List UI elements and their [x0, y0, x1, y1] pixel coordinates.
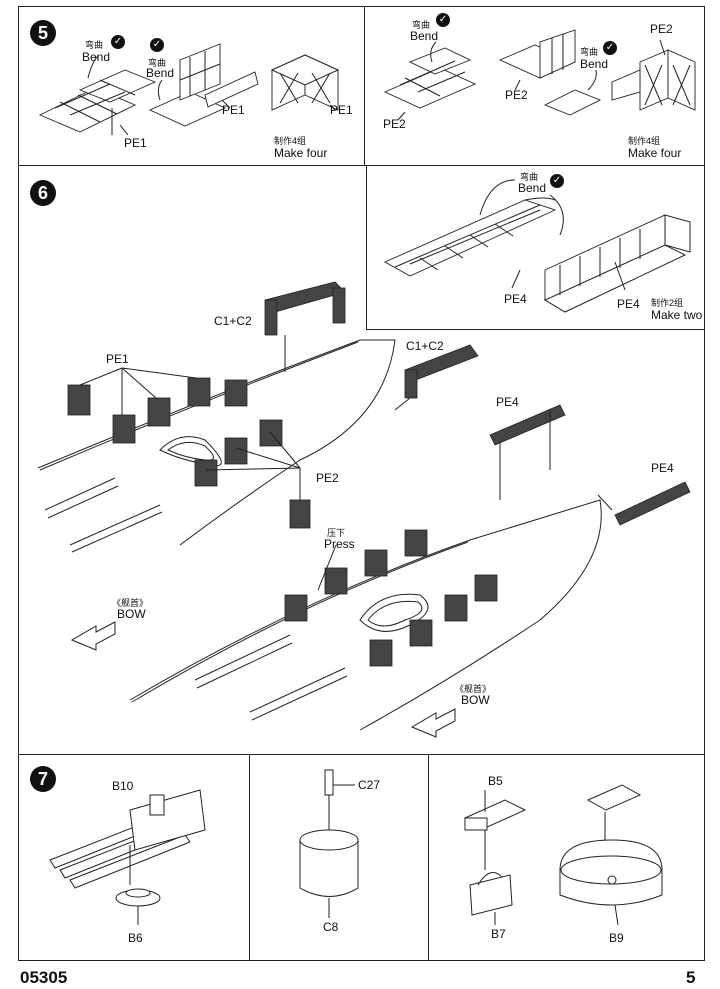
step7-panel-c: [428, 754, 705, 961]
pe4-part-b: [597, 481, 691, 526]
step-5-badge: 5: [30, 20, 56, 46]
step-7-badge: 7: [30, 766, 56, 792]
pe1-pointer-lines: [79, 367, 301, 500]
make-count-label: Make four: [628, 146, 682, 160]
make-count-label: Make two: [651, 308, 703, 322]
b6-base: [115, 888, 161, 925]
check-circle-icon: ✓: [603, 41, 617, 55]
press-label: Press: [324, 537, 355, 551]
pe4-folded: [543, 214, 691, 313]
part-label-pe1: PE1: [222, 103, 245, 117]
check-circle-icon: ✓: [150, 38, 164, 52]
bow-arrow-icon: [70, 621, 116, 651]
bend-arrow: [430, 41, 437, 63]
bend-label: Bend: [146, 66, 175, 80]
bend-arrow: [87, 55, 99, 79]
press-label-cn: 压下: [327, 528, 346, 538]
bend-label-cn: 弯曲: [85, 40, 104, 50]
pe1-flat-sheet: [38, 69, 157, 135]
part-label-c1c2: C1+C2: [406, 339, 444, 353]
part-label-pe4: PE4: [651, 461, 674, 475]
part-label-b10: B10: [112, 779, 134, 793]
bend-arrow: [157, 79, 163, 101]
part-label-c27: C27: [358, 778, 381, 792]
part-label-c1c2: C1+C2: [214, 314, 252, 328]
make-count-cn: 制作4组: [628, 136, 661, 146]
bend-label-cn: 弯曲: [148, 58, 167, 68]
pe2-flat-sheet: [383, 47, 477, 109]
b10-gun-mount: [49, 789, 206, 889]
press-pointer: [317, 544, 337, 591]
c1c2-part-a: [264, 281, 346, 372]
part-label-b6: B6: [128, 931, 143, 945]
pe-frames-lower: [284, 529, 498, 667]
make-count-cn: 制作4组: [274, 136, 307, 146]
bend-arrow: [479, 179, 516, 216]
part-label-pe4: PE4: [504, 292, 527, 306]
part-label-c8: C8: [323, 920, 339, 934]
pe2-finished: [611, 49, 696, 111]
pe2-half-bent: [498, 29, 602, 116]
make-count-label: Make four: [274, 146, 328, 160]
part-label-pe1: PE1: [124, 136, 147, 150]
pe1-finished: [270, 54, 340, 111]
b9-part: [559, 784, 663, 926]
bend-label-cn: 弯曲: [580, 47, 599, 57]
page-number: 5: [686, 968, 696, 987]
bow-label: BOW: [117, 607, 146, 621]
check-circle-icon: ✓: [550, 174, 564, 188]
part-label-b7: B7: [491, 927, 506, 941]
product-code: 05305: [20, 968, 68, 987]
part-label-pe4: PE4: [496, 395, 519, 409]
step6-inset-panel: [366, 165, 705, 330]
bow-label-cn: 《舰首》: [112, 598, 149, 608]
part-label-pe2: PE2: [316, 471, 339, 485]
c1c2-part-b: [394, 344, 479, 411]
part-label-b9: B9: [609, 931, 624, 945]
make-count-cn: 制作2组: [651, 298, 684, 308]
bend-label: Bend: [82, 50, 111, 64]
bend-label: Bend: [518, 181, 547, 195]
part-label-pe1: PE1: [330, 103, 353, 117]
bow-label: BOW: [461, 693, 490, 707]
bend-label: Bend: [410, 29, 439, 43]
b5-part: [463, 790, 527, 870]
bend-arrow: [587, 69, 597, 91]
part-label-b5: B5: [488, 774, 503, 788]
bow-arrow-icon: [410, 708, 456, 738]
part-label-pe4: PE4: [617, 297, 640, 311]
step-6-badge: 6: [30, 180, 56, 206]
c27-part: [324, 769, 355, 840]
lower-deck: [129, 499, 602, 731]
bend-label-cn: 弯曲: [412, 20, 431, 30]
bend-label: Bend: [580, 57, 609, 71]
bend-arrow: [549, 194, 564, 236]
slipways: [44, 477, 348, 721]
pe1-half-bent: [148, 43, 259, 127]
pe1-frames-upper: [67, 377, 311, 529]
part-label-pe2: PE2: [650, 22, 673, 36]
upper-deck: [37, 339, 396, 546]
pe4-flat-sheet: [383, 197, 557, 277]
c8-cylinder: [299, 829, 359, 918]
check-circle-icon: ✓: [111, 35, 125, 49]
b7-part: [469, 872, 513, 925]
check-circle-icon: ✓: [436, 13, 450, 27]
pe4-part-a: [489, 404, 566, 500]
part-label-pe1: PE1: [106, 352, 129, 366]
bend-label-cn: 弯曲: [520, 172, 539, 182]
part-label-pe2: PE2: [505, 88, 528, 102]
bow-label-cn: 《舰首》: [455, 684, 492, 694]
part-label-pe2: PE2: [383, 117, 406, 131]
